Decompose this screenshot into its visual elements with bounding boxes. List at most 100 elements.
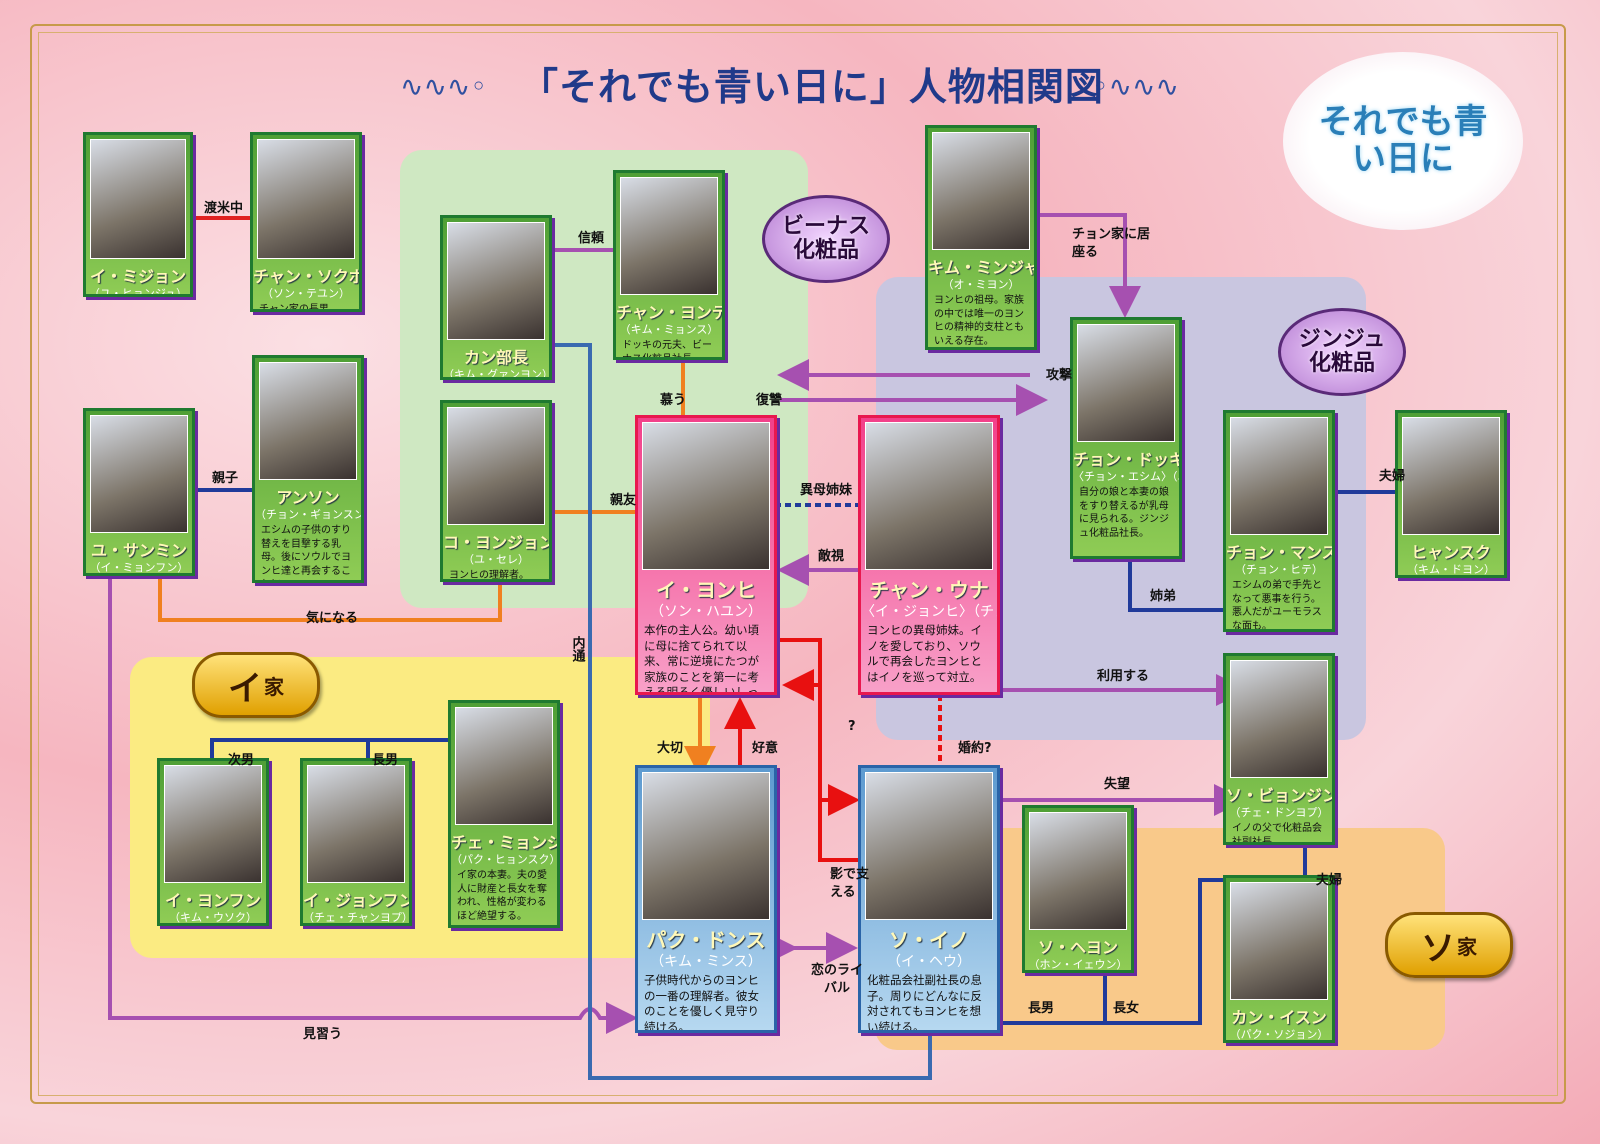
character-description: ヨンヒの異母姉妹。イノを愛しており、ソウルで再会したヨンヒとはイノを巡って対立。	[867, 623, 982, 684]
character-card-kim-minja: キム・ミンジャ （オ・ミヨン） ヨンヒの祖母。家族の中では唯一のヨンヒの精神的支…	[925, 125, 1037, 350]
character-description: 子供時代からのヨンヒの一番の理解者。彼女のことを優しく見守り続ける。	[644, 973, 759, 1033]
label-jinan: 次男	[228, 753, 255, 768]
swirl-left-ornament: ∿∿∿◦	[400, 70, 487, 103]
character-photo	[90, 415, 188, 533]
character-card-lee-yonhi: イ・ヨンヒ （ソン・ハユン） 本作の主人公。幼い頃に母に捨てられて以来、常に逆境…	[635, 415, 777, 695]
character-card-lee-yonfun: イ・ヨンフン （キム・ウソク）	[157, 758, 269, 926]
character-name: パク・ドンス	[646, 928, 766, 952]
label-shitei: 姉弟	[1150, 589, 1177, 604]
label-shinyu: 親友	[610, 493, 637, 508]
character-photo	[259, 362, 357, 480]
character-name: ソ・ヘヨン	[1037, 938, 1118, 957]
character-name: アンソン	[276, 488, 340, 507]
label-shitau: 慕う	[660, 393, 687, 408]
character-actor: （ソン・テユン）	[262, 287, 350, 300]
label-chonan-lee: 長男	[372, 753, 399, 768]
character-name: ヒャンスク	[1411, 543, 1491, 562]
character-photo	[1402, 417, 1500, 535]
label-koi: 好意	[752, 741, 779, 756]
character-description: ヨンヒの祖母。家族の中では唯一のヨンヒの精神的支柱ともいえる存在。	[934, 295, 1024, 347]
character-photo	[1230, 417, 1328, 535]
character-name: イ・ジョンフン	[303, 891, 412, 910]
character-photo	[1230, 660, 1328, 778]
label-minarau: 見習う	[303, 1027, 343, 1042]
character-card-kan-isun: カン・イスン （パク・ソジョン）	[1223, 875, 1335, 1043]
character-card-kan-bucho: カン部長 （キム・グァンヨン）	[440, 215, 552, 380]
logo-text: それでも青い日に	[1318, 101, 1488, 179]
label-fufu2: 夫婦	[1316, 873, 1343, 888]
page-title: 「それでも青い日に」人物相関図	[520, 65, 1104, 109]
character-description: ドッキの元夫、ビーナス化粧品社長。	[622, 340, 712, 360]
character-actor: （ユ・セレ）	[463, 553, 529, 566]
line-naitsu	[550, 343, 932, 1080]
character-actor: （キム・ミンス）	[650, 954, 762, 970]
lee-family-small: 家	[264, 674, 284, 699]
label-naitsu: 内通	[569, 636, 585, 662]
character-card-chan-sokbom: チャン・ソクボム （ソン・テユン） チャン家の長男。	[250, 132, 362, 312]
character-name: チェ・ミョンジュ	[451, 833, 557, 852]
character-card-ko-yonjon: コ・ヨンジョン （ユ・セレ） ヨンヒの理解者。	[440, 400, 552, 582]
label-chojo-so: 長女	[1113, 1001, 1140, 1016]
label-riyo: 利用する	[1097, 669, 1150, 684]
character-photo	[865, 772, 993, 920]
label-chonan-so: 長男	[1028, 1001, 1055, 1016]
character-card-lee-jonfun: イ・ジョンフン （チェ・チャンヨプ）	[300, 758, 412, 926]
character-actor: （イ・ヘウ）	[887, 954, 971, 970]
character-photo	[90, 139, 186, 259]
character-actor: 〈イ・ジョンヒ〉（チョン・イヨン）	[861, 604, 997, 620]
character-description: 化粧品会社副社長の息子。周りにどんなに反対されてもヨンヒを想い続ける。	[867, 973, 982, 1033]
label-kininaru: 気になる	[306, 611, 359, 626]
character-name: カン部長	[463, 348, 528, 367]
character-photo	[164, 765, 262, 883]
character-photo	[257, 139, 355, 259]
character-name: チョン・ドッキ	[1073, 450, 1182, 469]
character-actor: （イ・ミョンフン）	[89, 561, 189, 574]
line-shitei	[1128, 557, 1223, 612]
label-question: ?	[848, 719, 856, 734]
character-photo	[1230, 882, 1328, 1000]
label-tobei: 渡米中	[204, 201, 244, 216]
character-actor: （チョン・ヒテ）	[1235, 563, 1323, 576]
character-name: ユ・サンミン	[90, 541, 187, 560]
character-name: チョン・マンス	[1226, 543, 1335, 562]
character-name: チャン・ヨンテク	[616, 303, 722, 322]
character-actor: （パク・ヒョンスク）	[451, 853, 560, 866]
character-description: 自分の娘と本妻の娘をすり替えるが乳母に見られる。ジンジュ化粧品社長。	[1079, 487, 1169, 539]
character-photo	[642, 422, 770, 570]
label-fukushu: 復讐	[756, 393, 783, 408]
character-name: コ・ヨンジョン	[443, 533, 552, 552]
badge-venus-cosmetics: ビーナス化粧品	[762, 195, 890, 283]
badge-so-family: ソ家	[1385, 912, 1513, 978]
label-shinrai: 信頼	[578, 231, 605, 246]
character-photo	[1029, 812, 1127, 930]
badge-jinju-label: ジンジュ化粧品	[1298, 326, 1386, 376]
badge-jinju-cosmetics: ジンジュ化粧品	[1278, 308, 1406, 396]
character-description: エシムの弟で手先となって悪事を行う。悪人だがユーモラスな面も。	[1232, 580, 1322, 632]
character-description: ヨンヒの理解者。	[449, 570, 529, 582]
character-description: イ家の本妻。夫の愛人に財産と長女を奪われ、性格が変わるほど絶望する。	[457, 870, 547, 922]
character-actor: （オ・ミヨン）	[942, 278, 1020, 291]
character-actor: （キム・ウソク）	[169, 911, 257, 924]
character-description: イノの父で化粧品会社副社長。	[1232, 823, 1322, 845]
character-card-anson: アンソン （チョン・ギョンスン） エシムの子供のすり替えを目撃する乳母。後にソウ…	[252, 355, 364, 583]
character-actor: （ホン・イェウン）	[1028, 958, 1128, 971]
lee-family-big: イ	[228, 668, 262, 709]
label-shitsubo: 失望	[1104, 777, 1131, 792]
line-lee-children	[210, 738, 448, 758]
character-card-lee-mijon: イ・ミジョン （ユ・ヒョンジュ）	[83, 132, 193, 297]
line-kininaru	[158, 575, 502, 622]
badge-lee-family: イ家	[192, 652, 320, 718]
character-actor: （ユ・ヒョンジュ）	[88, 287, 188, 297]
label-tekishi: 敵視	[818, 549, 845, 564]
line-izuwaru	[1035, 213, 1141, 318]
character-card-chan-yontek: チャン・ヨンテク （キム・ミョンス） ドッキの元夫、ビーナス化粧品社長。	[613, 170, 725, 360]
character-description: 本作の主人公。幼い頃に母に捨てられて以来、常に逆境にたつが家族のことを第一に考え…	[644, 623, 759, 695]
character-card-so-heyon: ソ・ヘヨン （ホン・イェウン）	[1022, 805, 1134, 973]
label-rival: 恋のライバル	[810, 963, 863, 996]
line-kage	[782, 669, 858, 862]
character-card-hyansuku: ヒャンスク （キム・ドヨン）	[1395, 410, 1507, 578]
character-card-yu-sanmin: ユ・サンミン （イ・ミョンフン）	[83, 408, 195, 576]
label-konyaku: 婚約?	[958, 741, 992, 756]
line-question	[775, 638, 860, 816]
character-actor: （キム・グァンヨン）	[443, 368, 552, 380]
